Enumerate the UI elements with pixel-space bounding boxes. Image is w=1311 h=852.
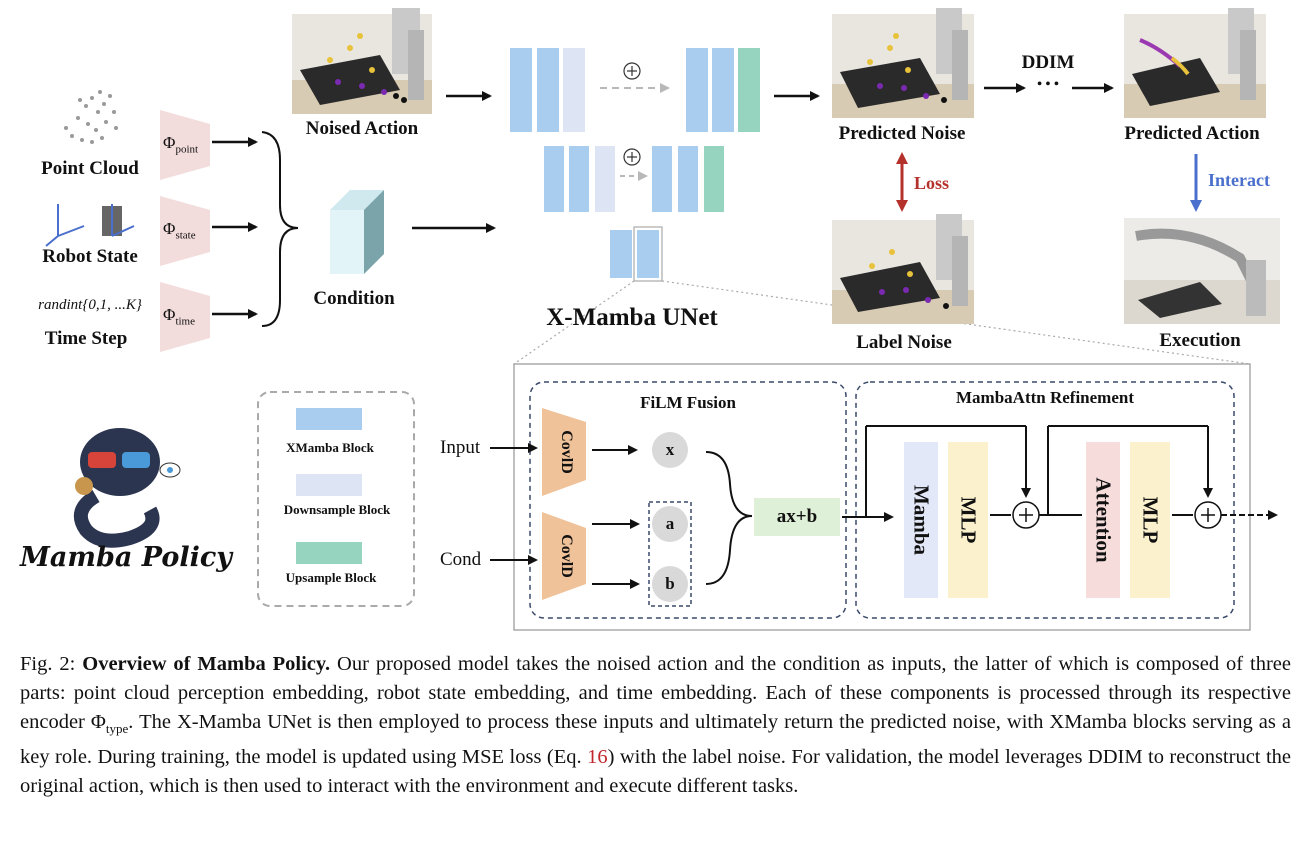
encoder-state-shape bbox=[160, 196, 210, 266]
unet-xmamba-9 bbox=[610, 230, 632, 278]
attention-block bbox=[1086, 442, 1120, 598]
unet-xmamba-3 bbox=[686, 48, 708, 132]
unet-xmamba-6 bbox=[569, 146, 589, 212]
refinement-box bbox=[855, 381, 1235, 619]
caption-subscript: type bbox=[105, 721, 129, 737]
node-x-label: x bbox=[665, 440, 675, 459]
caption-text-1: Our proposed model takes the noised acti… bbox=[20, 653, 1292, 733]
mlp-label-2: MLP bbox=[1138, 496, 1163, 544]
label-noise-label: Label Noise bbox=[856, 332, 952, 353]
legend-downsample-label: Downsample Block bbox=[283, 502, 391, 517]
unet-xmamba-7 bbox=[652, 146, 672, 212]
condition-label: Condition bbox=[313, 288, 395, 309]
legend-upsample-label: Upsample Block bbox=[285, 570, 377, 585]
ddim-label: DDIM bbox=[1021, 52, 1075, 73]
execution-label: Execution bbox=[1159, 330, 1241, 351]
robot-state-label: Robot State bbox=[42, 246, 138, 267]
input-label: Input bbox=[440, 437, 481, 458]
unet-downsample-2 bbox=[595, 146, 615, 212]
conv1d-cond-shape bbox=[542, 512, 586, 600]
unet-xmamba-2 bbox=[537, 48, 559, 132]
legend-upsample-swatch bbox=[296, 542, 362, 564]
caption-title: Overview of Mamba Policy. bbox=[82, 653, 331, 675]
zoom-source-box bbox=[633, 226, 663, 282]
ab-group-box bbox=[648, 501, 692, 607]
conv1d-cond-label: CovlD bbox=[558, 534, 575, 578]
time-step-label: Time Step bbox=[44, 328, 128, 349]
axb-label: ax+b bbox=[776, 506, 818, 527]
axb-box bbox=[754, 498, 840, 536]
legend-box bbox=[257, 391, 415, 607]
unet-upsample-1 bbox=[738, 48, 760, 132]
encoder-time-label: Φtime bbox=[163, 305, 195, 328]
mamba-policy-title: Mamba Policy bbox=[20, 542, 232, 573]
legend-xmamba-swatch bbox=[296, 408, 362, 430]
mamba-block bbox=[904, 442, 938, 598]
time-step-formula: randint{0,1, ...K} bbox=[38, 297, 142, 313]
encoder-point-label: Φpoint bbox=[163, 133, 199, 156]
legend-xmamba-label: XMamba Block bbox=[286, 440, 374, 455]
predicted-action-image bbox=[1124, 8, 1266, 118]
condition-box bbox=[330, 190, 384, 274]
legend-downsample-swatch bbox=[296, 474, 362, 496]
node-a-label: a bbox=[665, 514, 675, 533]
unet-xmamba-1 bbox=[510, 48, 532, 132]
attention-label: Attention bbox=[1091, 477, 1116, 563]
noised-action-image bbox=[292, 8, 432, 114]
encoder-time-shape bbox=[160, 282, 210, 352]
unet-xmamba-10 bbox=[637, 230, 659, 278]
refinement-title: MambaAttn Refinement bbox=[956, 388, 1134, 407]
interact-label: Interact bbox=[1208, 170, 1270, 190]
film-fusion-title: FiLM Fusion bbox=[640, 393, 736, 412]
label-noise-image bbox=[832, 214, 974, 324]
loss-label: Loss bbox=[914, 173, 950, 193]
condition-brace bbox=[261, 131, 299, 327]
caption-prefix: Fig. 2: bbox=[20, 653, 83, 675]
noised-action-label: Noised Action bbox=[305, 118, 419, 139]
mamba-policy-logo bbox=[73, 428, 181, 548]
encoder-state-label: Φstate bbox=[163, 219, 196, 242]
cond-label: Cond bbox=[440, 549, 482, 570]
unet-xmamba-5 bbox=[544, 146, 564, 212]
unet-label: X-Mamba UNet bbox=[546, 304, 718, 331]
point-cloud-image bbox=[64, 90, 118, 144]
unet-upsample-2 bbox=[704, 146, 724, 212]
predicted-noise-image bbox=[832, 8, 974, 118]
caption-text-2: . The X-Mamba UNet is then employed to p… bbox=[20, 711, 1291, 769]
node-x bbox=[652, 432, 688, 468]
caption-eq-link[interactable]: 16 bbox=[587, 746, 608, 769]
conv1d-input-shape bbox=[542, 408, 586, 496]
film-fusion-box bbox=[529, 381, 847, 619]
diagram-canvas bbox=[45, 8, 1280, 631]
predicted-noise-label: Predicted Noise bbox=[838, 123, 966, 144]
predicted-action-label: Predicted Action bbox=[1124, 123, 1260, 144]
conv1d-input-label: CovlD bbox=[558, 430, 575, 474]
mlp-block-1 bbox=[948, 442, 988, 598]
detail-panel bbox=[513, 363, 1251, 631]
ddim-ellipsis: • • • bbox=[1037, 77, 1059, 92]
encoder-point-shape bbox=[160, 110, 210, 180]
node-a bbox=[652, 506, 688, 542]
figure-caption: Fig. 2: Overview of Mamba Policy. Our pr… bbox=[20, 650, 1291, 801]
unet-downsample-1 bbox=[563, 48, 585, 132]
caption-text-3: ) with the label noise. For validation, … bbox=[20, 746, 1291, 798]
mlp-label-1: MLP bbox=[956, 496, 981, 544]
robot-state-image bbox=[45, 204, 135, 247]
node-b-label: b bbox=[665, 574, 675, 593]
mlp-block-2 bbox=[1130, 442, 1170, 598]
unet-xmamba-4 bbox=[712, 48, 734, 132]
figure: Point Cloud Robot State randint{0,1, ...… bbox=[20, 8, 1280, 631]
mamba-label: Mamba bbox=[909, 485, 934, 555]
unet-xmamba-8 bbox=[678, 146, 698, 212]
point-cloud-label: Point Cloud bbox=[41, 158, 139, 179]
node-b bbox=[652, 566, 688, 602]
execution-image bbox=[1124, 218, 1280, 324]
